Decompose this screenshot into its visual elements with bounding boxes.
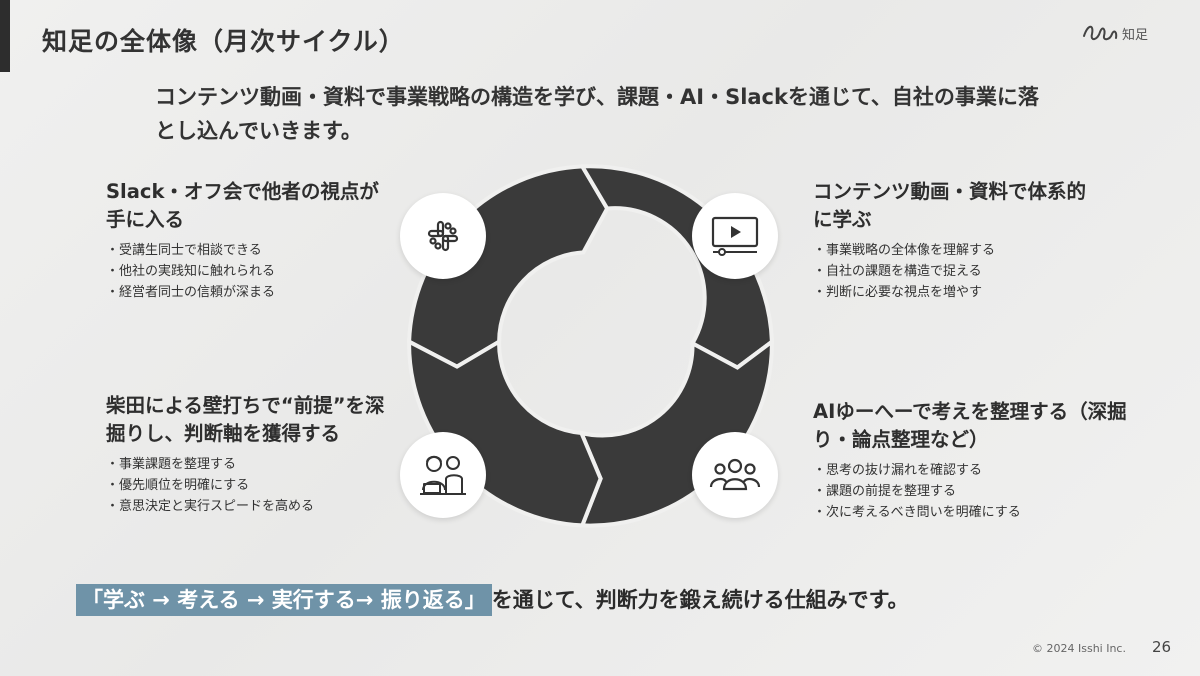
brand-logo: 知足: [1080, 14, 1180, 50]
summary-line: 「学ぶ → 考える → 実行する→ 振り返る」を通じて、判断力を鍛え続ける仕組み…: [76, 584, 909, 616]
page-number: 26: [1152, 638, 1172, 656]
list-item: 次に考えるべき問いを明確にする: [813, 502, 1133, 523]
block-wall-hitting: 柴田による壁打ちで“前提”を深掘りし、判断軸を獲得する 事業課題を整理する 優先…: [106, 392, 396, 517]
page-title: 知足の全体像（月次サイクル）: [42, 27, 405, 56]
lead-text: コンテンツ動画・資料で事業戦略の構造を学び、課題・AI・Slackを通じて、自社…: [155, 85, 1039, 143]
list-item: 課題の前提を整理する: [813, 481, 1133, 502]
cycle-highlight: 「学ぶ → 考える → 実行する→ 振り返る」: [76, 584, 492, 616]
list-item: 受講生同士で相談できる: [106, 240, 396, 261]
title-accent-bar: [0, 0, 10, 72]
list-item: 事業課題を整理する: [106, 454, 396, 475]
list-item: 自社の課題を構造で捉える: [813, 261, 1103, 282]
list-item: 優先順位を明確にする: [106, 475, 396, 496]
people-consulting-icon: [400, 432, 486, 518]
block-content-learning: コンテンツ動画・資料で体系的に学ぶ 事業戦略の全体像を理解する 自社の課題を構造…: [813, 178, 1103, 303]
group-icon: [692, 432, 778, 518]
list-item: 事業戦略の全体像を理解する: [813, 240, 1103, 261]
slack-icon: [400, 193, 486, 279]
list-item: 判断に必要な視点を増やす: [813, 282, 1103, 303]
block-heading: Slack・オフ会で他者の視点が手に入る: [106, 180, 379, 231]
copyright: © 2024 Isshi Inc.: [1032, 642, 1126, 655]
block-slack-offline: Slack・オフ会で他者の視点が手に入る 受講生同士で相談できる 他社の実践知に…: [106, 178, 396, 303]
logo-wordmark: 知足: [1122, 28, 1149, 43]
list-item: 他社の実践知に触れられる: [106, 261, 396, 282]
block-ai-organizing: AIゆーへーで考えを整理する（深掘り・論点整理など） 思考の抜け漏れを確認する …: [813, 398, 1133, 523]
list-item: 思考の抜け漏れを確認する: [813, 460, 1133, 481]
summary-rest: を通じて、判断力を鍛え続ける仕組みです。: [491, 588, 909, 612]
list-item: 経営者同士の信頼が深まる: [106, 282, 396, 303]
video-player-icon: [692, 193, 778, 279]
block-heading: 柴田による壁打ちで“前提”を深掘りし、判断軸を獲得する: [106, 394, 385, 445]
list-item: 意思決定と実行スピードを高める: [106, 496, 396, 517]
block-heading: AIゆーへーで考えを整理する（深掘り・論点整理など）: [813, 400, 1127, 451]
block-heading: コンテンツ動画・資料で体系的に学ぶ: [813, 180, 1087, 231]
logo-script-mark: [1083, 25, 1118, 41]
